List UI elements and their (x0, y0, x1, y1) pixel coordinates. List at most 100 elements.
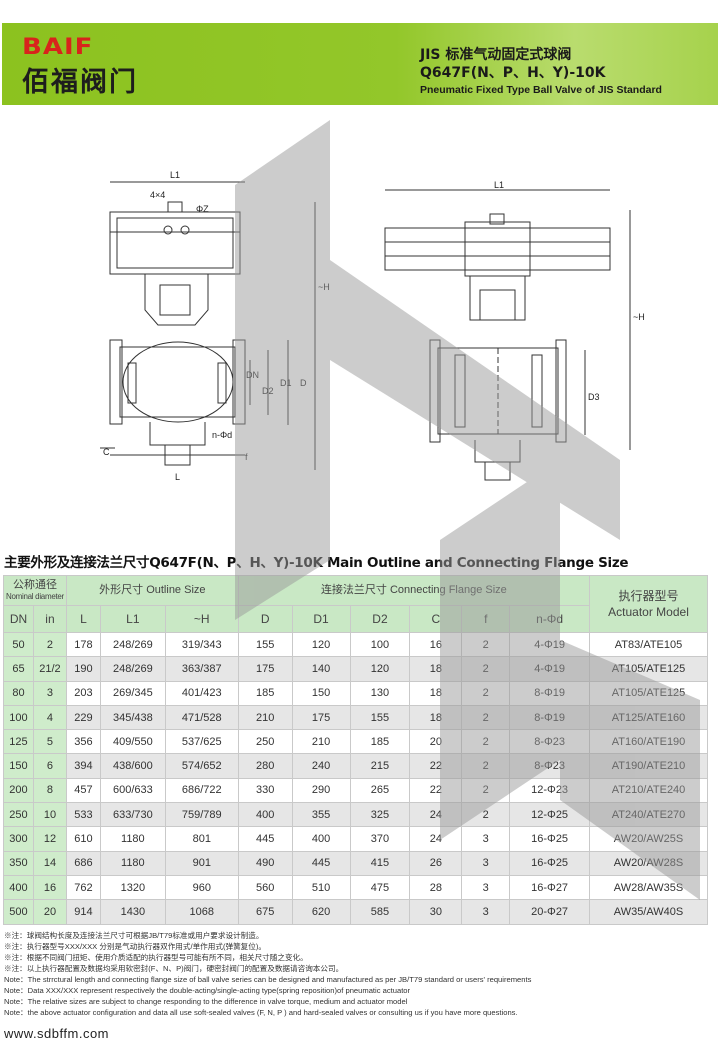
label-right-l1: L1 (494, 180, 504, 190)
table-cell: 2 (461, 729, 511, 755)
table-cell: 120 (291, 631, 351, 658)
table-cell: 1430 (99, 899, 166, 925)
table-cell: 394 (65, 753, 101, 779)
table-cell: 8-Φ23 (509, 753, 591, 779)
note-line: Note：the above actuator configuration an… (4, 1008, 518, 1017)
table-cell: 203 (65, 680, 101, 706)
table-cell: 2 (461, 631, 511, 658)
label-right-d3: D3 (588, 392, 600, 402)
table-cell: AT210/ATE240 (589, 777, 708, 804)
table-cell: 633/730 (99, 802, 166, 828)
table-cell: 2 (461, 777, 511, 804)
table-cell: 210 (291, 729, 351, 755)
table-cell: 20-Φ27 (509, 899, 591, 925)
table-cell: 350 (3, 850, 34, 876)
table-cell: 600/633 (99, 777, 166, 804)
table-cell: 20 (409, 729, 463, 755)
table-cell: 24 (409, 826, 463, 852)
table-cell: 8-Φ23 (509, 729, 591, 755)
table-cell: 30 (409, 899, 463, 925)
table-cell: 175 (291, 704, 351, 731)
table-cell: 140 (291, 656, 351, 682)
table-cell: 686/722 (164, 777, 239, 804)
table-cell: 2 (461, 680, 511, 706)
label-dn: DN (246, 370, 259, 380)
table-cell: 24 (409, 802, 463, 828)
table-cell: 16-Φ25 (509, 850, 591, 876)
label-h: ~H (318, 282, 330, 292)
table-cell: 4-Φ19 (509, 656, 591, 682)
table-cell: 18 (409, 656, 463, 682)
table-cell: 345/438 (99, 704, 166, 731)
table-cell: 510 (291, 874, 351, 901)
table-cell: 215 (349, 753, 411, 779)
header-outline-size: 外形尺寸 Outline Size (65, 575, 239, 606)
table-cell: AT83/ATE105 (589, 631, 708, 658)
note-line: Note：Data XXX/XXX represent respectively… (4, 986, 411, 995)
table-cell: 901 (164, 850, 239, 876)
label-l: L (175, 472, 180, 482)
column-header-4: ~H (164, 605, 239, 633)
table-cell: 363/387 (164, 656, 239, 682)
column-header-0: DN (3, 605, 34, 633)
table-cell: 1320 (99, 874, 166, 901)
table-cell: 10 (32, 802, 67, 828)
title-en: Pneumatic Fixed Type Ball Valve of JIS S… (420, 84, 662, 96)
table-cell: 280 (237, 753, 293, 779)
table-cell: 2 (461, 656, 511, 682)
table-cell: 250 (3, 802, 34, 828)
table-cell: 12-Φ25 (509, 802, 591, 828)
table-cell: 355 (291, 802, 351, 828)
column-header-5: D (237, 605, 293, 633)
table-cell: 150 (291, 680, 351, 706)
header-banner: BAIF 佰福阀门 JIS 标准气动固定式球阀 Q647F(N、P、H、Y)-1… (2, 23, 718, 105)
table-cell: 686 (65, 850, 101, 876)
table-cell: AT105/ATE125 (589, 656, 708, 682)
column-header-3: L1 (99, 605, 166, 633)
table-cell: 409/550 (99, 729, 166, 755)
table-cell: 175 (237, 656, 293, 682)
label-key: 4×4 (150, 190, 165, 200)
table-cell: AT125/ATE160 (589, 704, 708, 731)
table-cell: 3 (461, 826, 511, 852)
table-cell: 2 (32, 631, 67, 658)
table-cell: AW20/AW25S (589, 826, 708, 852)
table-cell: AT160/ATE190 (589, 729, 708, 755)
table-cell: 125 (3, 729, 34, 755)
table-cell: 3 (461, 899, 511, 925)
label-f: f (245, 452, 248, 462)
table-cell: 490 (237, 850, 293, 876)
table-cell: 80 (3, 680, 34, 706)
table-cell: 18 (409, 680, 463, 706)
left-valve-drawing (100, 181, 316, 470)
table-cell: 8-Φ19 (509, 680, 591, 706)
table-cell: 560 (237, 874, 293, 901)
table-cell: 370 (349, 826, 411, 852)
column-header-8: C (409, 605, 463, 633)
column-header-10: n-Φd (509, 605, 591, 633)
table-cell: 265 (349, 777, 411, 804)
table-cell: 585 (349, 899, 411, 925)
note-line: Note：The strrctural length and connectin… (4, 975, 532, 984)
table-cell: 500 (3, 899, 34, 925)
table-cell: 533 (65, 802, 101, 828)
table-cell: 20 (32, 899, 67, 925)
brand-name-cn: 佰福阀门 (22, 67, 138, 98)
table-cell: 22 (409, 777, 463, 804)
table-cell: 185 (237, 680, 293, 706)
table-cell: 914 (65, 899, 101, 925)
table-cell: AT240/ATE270 (589, 802, 708, 828)
table-cell: 2 (461, 704, 511, 731)
table-cell: 100 (349, 631, 411, 658)
column-header-2: L (65, 605, 101, 633)
table-cell: 50 (3, 631, 34, 658)
